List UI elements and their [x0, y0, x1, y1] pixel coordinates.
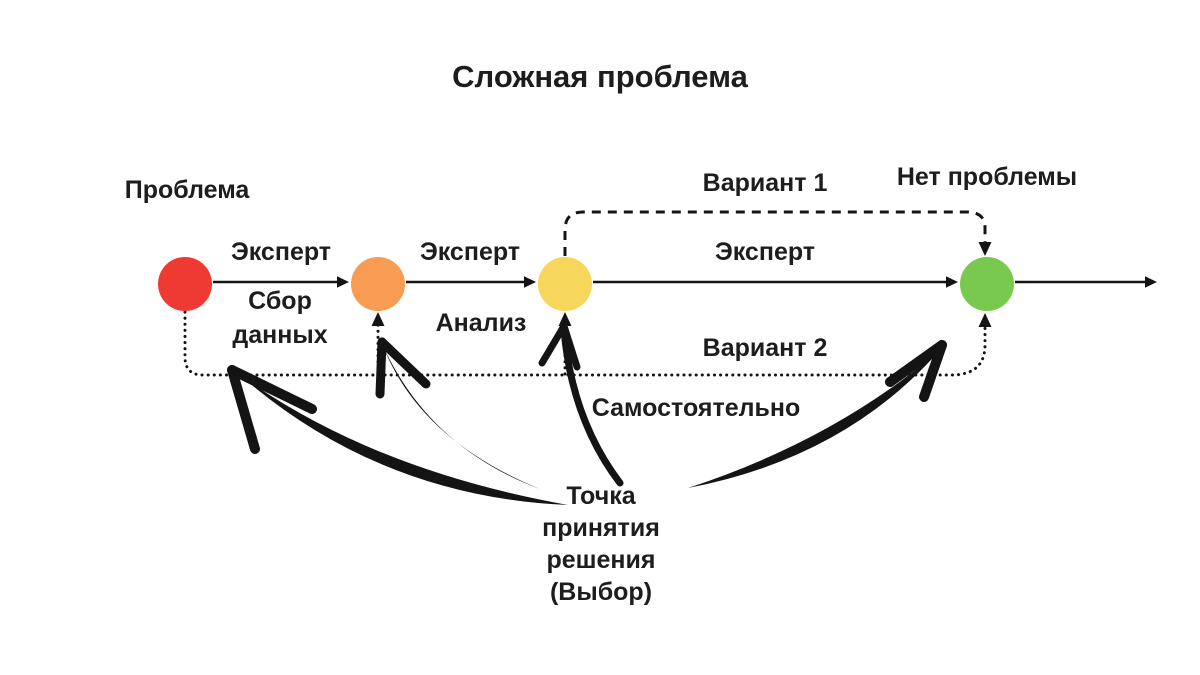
hand-drawn-arrow-to-problem — [227, 365, 568, 505]
node-stage2-circle — [351, 257, 405, 311]
node-problem-circle — [158, 257, 212, 311]
label-data-collection: Сбор данных — [232, 287, 328, 349]
variant-1-dashed-path — [563, 210, 987, 256]
label-problem: Проблема — [124, 176, 250, 204]
label-expert-2: Эксперт — [419, 238, 521, 266]
node-stage3-circle — [538, 257, 592, 311]
variant-2-dotted-arrowheads — [371, 312, 992, 327]
label-variant-2: Вариант 2 — [702, 334, 828, 362]
label-no-problem: Нет проблемы — [896, 163, 1078, 191]
label-independent: Самостоятельно — [591, 394, 801, 422]
label-variant-1: Вариант 1 — [702, 169, 828, 197]
label-decision-point: Точка принятия решения (Выбор) — [542, 482, 660, 606]
label-analysis: Анализ — [435, 309, 527, 337]
label-expert-1: Эксперт — [230, 238, 332, 266]
hand-drawn-arrow-to-stage3 — [538, 322, 624, 487]
label-expert-3: Эксперт — [714, 238, 816, 266]
node-no-problem-circle — [960, 257, 1014, 311]
diagram-title: Сложная проблема — [452, 59, 748, 94]
variant-1-dashed-arrowhead — [978, 242, 992, 256]
hand-drawn-arrow-to-no-problem — [688, 340, 947, 488]
main-flow-arrowheads — [337, 276, 1157, 288]
hand-drawn-arrow-to-stage2 — [375, 337, 540, 489]
